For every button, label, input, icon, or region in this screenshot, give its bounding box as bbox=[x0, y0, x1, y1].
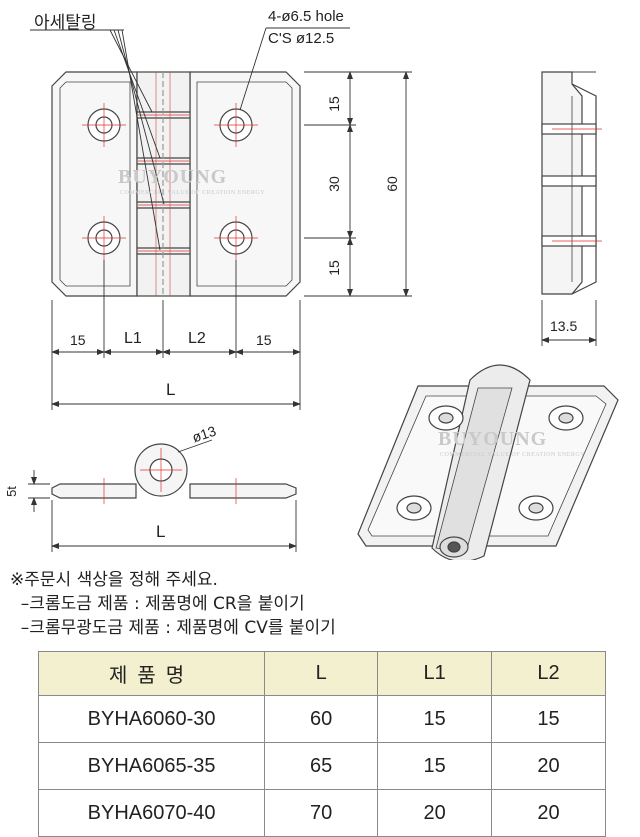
cell-l2: 20 bbox=[491, 789, 606, 837]
note-line-1: ※주문시 색상을 정해 주세요. bbox=[10, 570, 218, 590]
order-notes: ※주문시 색상을 정해 주세요. –크롬도금 제품 : 제품명에 CR을 붙이기… bbox=[10, 568, 336, 640]
cell-product: BYHA6060-30 bbox=[37, 695, 266, 743]
dim-l1: L1 bbox=[124, 330, 142, 347]
table-header-row: 제품명 L L1 L2 bbox=[37, 651, 606, 696]
note-line-3: –크롬무광도금 제품 : 제품명에 CV를 붙이기 bbox=[10, 618, 336, 638]
cell-product: BYHA6070-40 bbox=[37, 789, 266, 837]
dim-bottom: 15 bbox=[325, 260, 342, 276]
cell-l1: 15 bbox=[377, 695, 493, 743]
dim-top: 15 bbox=[325, 96, 342, 112]
cell-l2: 20 bbox=[491, 742, 606, 790]
cell-l: 65 bbox=[264, 742, 379, 790]
cell-l1: 20 bbox=[377, 789, 493, 837]
watermark-brand-2: BUYOUNG bbox=[438, 428, 548, 450]
watermark-tagline-1: COMMERCIAL VALUE OF CREATION ENERGY bbox=[120, 190, 266, 196]
table-row: BYHA6060-30 60 15 15 bbox=[37, 695, 606, 743]
side-view bbox=[541, 71, 597, 295]
table-row: BYHA6065-35 65 15 20 bbox=[37, 742, 606, 790]
header-l: L bbox=[264, 651, 379, 696]
dim-middle: 30 bbox=[325, 176, 342, 192]
header-product-name: 제품명 bbox=[37, 651, 266, 696]
table-row: BYHA6070-40 70 20 20 bbox=[37, 789, 606, 837]
dim-thickness: 5t bbox=[3, 486, 19, 497]
note-line-2: –크롬도금 제품 : 제품명에 CR을 붙이기 bbox=[10, 594, 305, 614]
hole-spec-line2: C'S ø12.5 bbox=[268, 30, 335, 47]
cell-l: 70 bbox=[264, 789, 379, 837]
hinge-technical-drawing bbox=[28, 27, 619, 560]
hole-spec-line1: 4-ø6.5 hole bbox=[268, 8, 344, 25]
dim-overall-height: 60 bbox=[383, 176, 400, 192]
isometric-view bbox=[357, 364, 619, 560]
watermark-brand-1: BUYOUNG bbox=[118, 166, 228, 188]
cell-l: 60 bbox=[264, 695, 379, 743]
dim-length-bottom: L bbox=[156, 522, 166, 541]
spec-table: 제품명 L L1 L2 BYHA6060-30 60 15 15 BYHA606… bbox=[37, 651, 606, 837]
header-l1: L1 bbox=[377, 651, 493, 696]
dim-l2: L2 bbox=[188, 330, 206, 347]
end-view bbox=[51, 443, 297, 499]
header-l2: L2 bbox=[491, 651, 606, 696]
dim-left: 15 bbox=[70, 332, 86, 348]
dim-side-width: 13.5 bbox=[550, 318, 578, 334]
watermark-tagline-2: COMMERCIAL VALUE OF CREATION ENERGY bbox=[440, 452, 586, 458]
cell-l1: 15 bbox=[377, 742, 493, 790]
cell-l2: 15 bbox=[491, 695, 606, 743]
cell-product: BYHA6065-35 bbox=[37, 742, 266, 790]
dim-right: 15 bbox=[256, 332, 272, 348]
dim-length: L bbox=[166, 380, 176, 399]
mounting-holes bbox=[87, 108, 253, 255]
aesetal-ring-label: 아세탈링 bbox=[34, 13, 97, 33]
